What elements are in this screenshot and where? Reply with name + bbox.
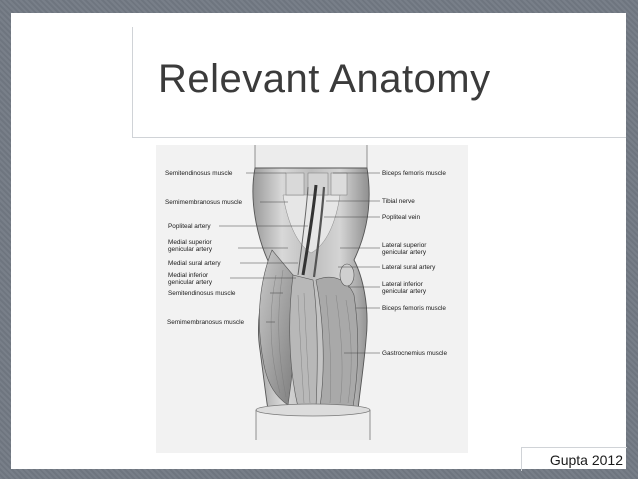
label-lateral-superior-1: Lateral superior [382,242,427,249]
credit-text: Gupta 2012 [549,452,623,468]
label-lateral-inferior-1: Lateral inferior [382,281,423,288]
label-medial-inferior-2: genicular artery [168,279,213,286]
label-popliteal-artery: Popliteal artery [168,223,211,230]
label-semitendinosus-top: Semitendinosus muscle [165,170,233,177]
slide-panel: Relevant Anatomy [11,13,627,471]
label-lateral-sural-artery: Lateral sural artery [382,264,436,271]
label-biceps-femoris-top: Biceps femoris muscle [382,170,446,177]
knee-illustration [156,145,468,453]
slide-title: Relevant Anatomy [158,57,491,101]
label-medial-superior-1: Medial superior [168,239,212,246]
label-gastrocnemius: Gastrocnemius muscle [382,350,447,357]
anatomy-figure: Semitendinosus muscle Semimembranosus mu… [148,135,470,453]
label-lateral-superior-2: genicular artery [382,249,427,256]
label-semimembranosus-top: Semimembranosus muscle [165,199,243,206]
label-semimembranosus-bottom: Semimembranosus muscle [167,319,245,326]
title-box: Relevant Anatomy [132,27,626,138]
label-medial-sural-artery: Medial sural artery [168,260,221,267]
label-tibial-nerve: Tibial nerve [382,198,415,205]
label-popliteal-vein: Popliteal vein [382,214,421,221]
credit-box: Gupta 2012 [521,447,627,471]
label-semitendinosus-bottom: Semitendinosus muscle [168,290,236,297]
label-medial-superior-2: genicular artery [168,246,213,253]
label-medial-inferior-1: Medial inferior [168,272,209,279]
label-biceps-femoris-bottom: Biceps femoris muscle [382,305,446,312]
label-lateral-inferior-2: genicular artery [382,288,427,295]
